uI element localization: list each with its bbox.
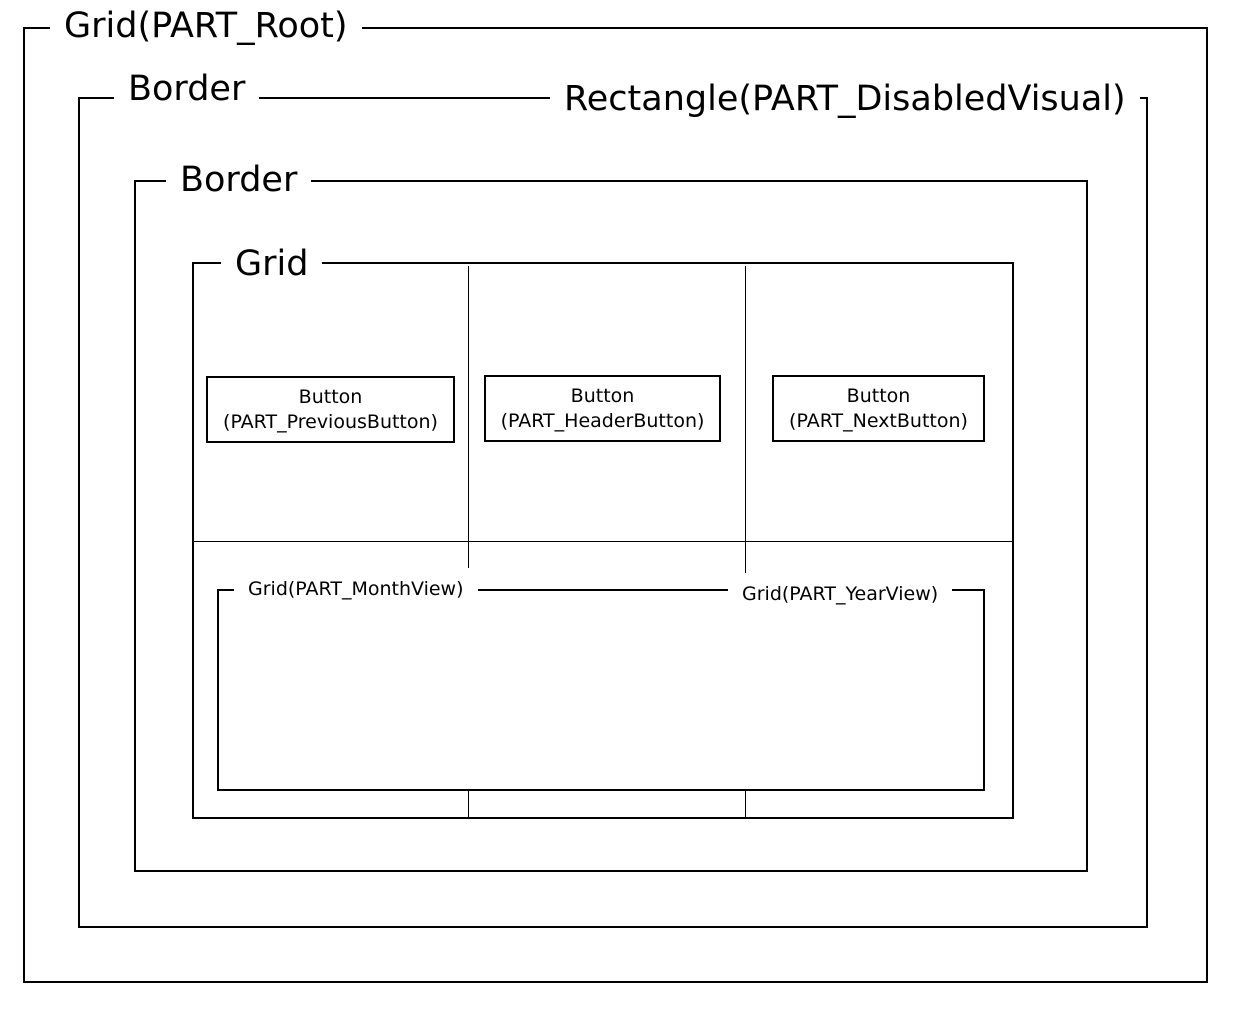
header-button[interactable]: Button (PART_HeaderButton) <box>484 375 721 442</box>
grid-column-divider-1 <box>468 266 469 568</box>
grid-box <box>192 262 1014 819</box>
inner-border-label: Border <box>166 163 312 198</box>
next-button-type: Button <box>846 384 911 407</box>
previous-button-name: (PART_PreviousButton) <box>223 410 438 433</box>
inner-border-box <box>134 180 1088 872</box>
grid-column-divider-2-lower <box>745 790 746 818</box>
root-grid-label: Grid(PART_Root) <box>50 9 362 44</box>
header-button-type: Button <box>570 384 635 407</box>
grid-column-divider-1-lower <box>468 790 469 818</box>
previous-button-type: Button <box>298 385 363 408</box>
year-view-label: Grid(PART_YearView) <box>728 585 953 604</box>
root-grid-box <box>23 27 1208 983</box>
grid-column-divider-2 <box>745 266 746 573</box>
next-button-name: (PART_NextButton) <box>789 409 968 432</box>
outer-border-label: Border <box>114 72 260 107</box>
next-button[interactable]: Button (PART_NextButton) <box>772 375 985 442</box>
disabled-visual-label: Rectangle(PART_DisabledVisual) <box>550 82 1140 117</box>
previous-button[interactable]: Button (PART_PreviousButton) <box>206 376 455 443</box>
month-year-view-box <box>217 589 985 791</box>
month-view-label: Grid(PART_MonthView) <box>234 580 478 599</box>
grid-label: Grid <box>221 247 323 282</box>
grid-row-divider <box>194 541 1012 542</box>
header-button-name: (PART_HeaderButton) <box>500 409 705 432</box>
